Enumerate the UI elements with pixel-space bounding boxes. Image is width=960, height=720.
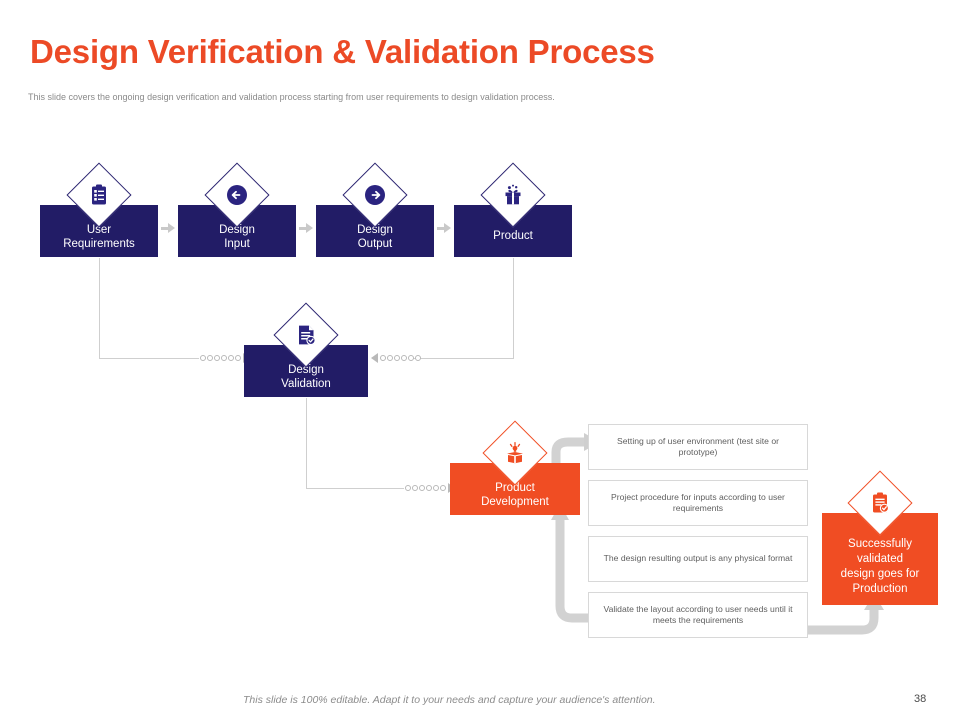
footer-note: This slide is 100% editable. Adapt it to… <box>243 694 656 706</box>
box-label: Design Validation <box>281 363 331 391</box>
box-label-line1: Design <box>288 364 324 376</box>
connector-line-right-horizontal <box>413 358 514 359</box>
bead <box>207 354 213 361</box>
bead <box>387 354 393 361</box>
box-label-line1: Product <box>495 482 535 494</box>
box-label-line1: Design <box>357 224 393 236</box>
info-card-text: Setting up of user environment (test sit… <box>617 435 779 458</box>
bead <box>426 484 432 491</box>
bead <box>401 354 407 361</box>
connector-line-validation-vertical <box>306 398 307 488</box>
info-card[interactable]: Project procedure for inputs according t… <box>588 480 808 526</box>
box-label-line1: Design <box>219 224 255 236</box>
badge-design-validation <box>273 302 339 368</box>
page-title: Design Verification & Validation Process <box>30 33 655 70</box>
box-label-line2: Requirements <box>63 238 135 250</box>
box-label-line1: Product <box>493 230 533 242</box>
info-card[interactable]: The design resulting output is any physi… <box>588 536 808 582</box>
bead <box>235 354 241 361</box>
process-box-product-development[interactable]: Product Development <box>450 463 580 515</box>
box-label: User Requirements <box>63 223 135 251</box>
clipboard-checklist-icon <box>92 184 106 205</box>
mini-arrow-icon-3 <box>444 223 451 233</box>
bead-connector-left <box>200 352 250 363</box>
badge-product-development <box>482 420 548 486</box>
bead <box>405 484 411 491</box>
connector-line-validation-horizontal <box>306 488 404 489</box>
bead <box>408 354 414 361</box>
box-label-line3: design goes for <box>840 568 920 580</box>
bead <box>440 484 446 491</box>
badge-product <box>480 162 546 228</box>
mini-arrow-icon-1 <box>168 223 175 233</box>
gift-box-icon <box>505 184 521 205</box>
box-label-line2: Validation <box>281 378 331 390</box>
bead <box>419 484 425 491</box>
info-card[interactable]: Setting up of user environment (test sit… <box>588 424 808 470</box>
mini-connector-stem-2 <box>299 227 306 230</box>
connector-line-right-vertical <box>513 258 514 358</box>
bead <box>433 484 439 491</box>
box-label: Successfully validated design goes for P… <box>841 537 920 597</box>
bead <box>415 354 421 361</box>
box-label: Product <box>493 229 533 243</box>
bead <box>214 354 220 361</box>
badge-design-input <box>204 162 270 228</box>
mini-connector-stem-3 <box>437 227 444 230</box>
info-card-text: Validate the layout according to user ne… <box>603 603 793 626</box>
bead <box>412 484 418 491</box>
bead <box>380 354 386 361</box>
box-label-line4: Production <box>852 583 908 595</box>
open-box-idea-icon <box>507 441 523 464</box>
box-label: Design Output <box>357 223 393 251</box>
box-label-line1: Successfully <box>848 538 912 550</box>
arrow-left-circle-icon <box>227 185 247 205</box>
badge-production <box>847 470 913 536</box>
page-number: 38 <box>914 693 927 705</box>
info-card-text: The design resulting output is any physi… <box>603 553 793 564</box>
bead-connector-development <box>405 482 455 493</box>
document-check-icon <box>299 325 316 346</box>
box-label-line2: Input <box>224 238 250 250</box>
arrow-right-circle-icon <box>365 185 385 205</box>
box-label: Product Development <box>481 481 549 509</box>
arrow-head-icon <box>371 352 378 363</box>
clipboard-check-icon <box>873 492 889 513</box>
mini-connector-stem-1 <box>161 227 168 230</box>
bead <box>228 354 234 361</box>
box-label-line2: Development <box>481 496 549 508</box>
bead <box>221 354 227 361</box>
box-label-line1: User <box>86 224 112 236</box>
box-label-line2: Output <box>357 238 393 250</box>
connector-line-left-vertical <box>99 258 100 358</box>
page-subtitle: This slide covers the ongoing design ver… <box>28 92 555 102</box>
info-card-text: Project procedure for inputs according t… <box>611 491 785 514</box>
bead <box>200 354 206 361</box>
mini-arrow-icon-2 <box>306 223 313 233</box>
bead-connector-right <box>371 352 421 363</box>
badge-user-requirements <box>66 162 132 228</box>
box-label-line2: validated <box>856 553 904 565</box>
badge-design-output <box>342 162 408 228</box>
info-card[interactable]: Validate the layout according to user ne… <box>588 592 808 638</box>
bead <box>394 354 400 361</box>
connector-line-left-horizontal <box>99 358 199 359</box>
box-label: Design Input <box>219 223 255 251</box>
